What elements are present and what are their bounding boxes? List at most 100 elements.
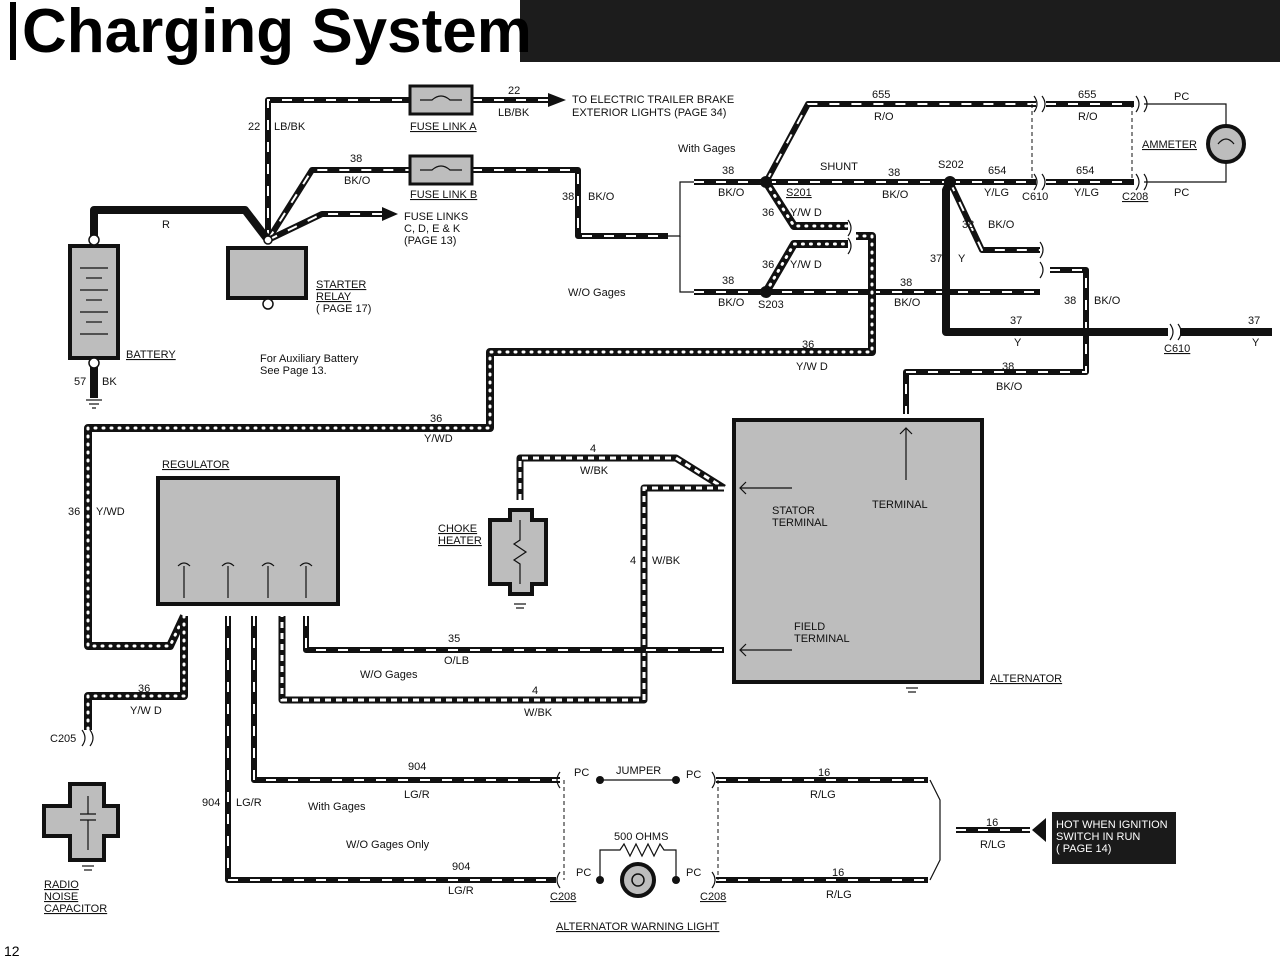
wire-label: FUSE LINK B xyxy=(410,189,477,201)
wire-label: PC xyxy=(1174,91,1189,103)
wire-label: BATTERY xyxy=(126,349,176,361)
wire-label: With Gages xyxy=(678,143,736,155)
wire-654-ylg xyxy=(950,160,1227,185)
with-gages-bracket xyxy=(668,181,694,237)
radio-noise-capacitor xyxy=(42,782,120,871)
wire-r xyxy=(90,206,272,243)
wire-label: BK/O xyxy=(588,191,615,203)
wire-label: AMMETER xyxy=(1142,139,1197,151)
wire-label: 37 xyxy=(1010,315,1022,327)
wire-label: BK/O xyxy=(988,219,1015,231)
wire-label: 38 xyxy=(962,219,974,231)
wire-label: LB/BK xyxy=(274,121,306,133)
title-band: Charging System xyxy=(10,0,1280,66)
wire-label: Y/W D xyxy=(796,361,828,373)
wire-label: W/BK xyxy=(580,465,609,477)
wire-label: REGULATOR xyxy=(162,459,229,471)
wire-label: See Page 13. xyxy=(260,365,327,377)
wire-label: Y/W D xyxy=(790,259,822,271)
wire-label: C205 xyxy=(50,733,76,745)
wire-label: TERMINAL xyxy=(794,633,850,645)
wire-label: 36 xyxy=(430,413,442,425)
wire-37-y xyxy=(942,180,1272,336)
wire-label: 38 xyxy=(350,153,362,165)
wire-label: BK xyxy=(102,376,117,388)
wire-label: 37 xyxy=(1248,315,1260,327)
wire-label: C208 xyxy=(550,891,576,903)
wire-label: CAPACITOR xyxy=(44,903,107,915)
wire-label: Y/WD xyxy=(424,433,453,445)
wire-label: 500 OHMS xyxy=(614,831,668,843)
wire-label: S202 xyxy=(938,159,964,171)
wire-label: RELAY xyxy=(316,291,352,303)
wire-label: 655 xyxy=(872,89,890,101)
wire-label: C208 xyxy=(700,891,726,903)
wire-label: 904 xyxy=(408,761,426,773)
wire-label: TERMINAL xyxy=(872,499,928,511)
wire-35-olb xyxy=(303,616,724,653)
wire-label: R xyxy=(162,219,170,231)
choke-heater xyxy=(488,508,548,609)
wire-label: R/O xyxy=(1078,111,1098,123)
wire-label: 38 xyxy=(1002,361,1014,373)
wire-label: W/O Gages xyxy=(360,669,418,681)
wire-label: R/O xyxy=(874,111,894,123)
wire-label: S203 xyxy=(758,299,784,311)
wire-label: Y/W D xyxy=(790,207,822,219)
ammeter-gauge xyxy=(1206,124,1246,164)
wire-label: ( PAGE 14) xyxy=(1056,843,1111,855)
wire-label: 36 xyxy=(762,207,774,219)
wire-label: 38 xyxy=(900,277,912,289)
wire-label: 36 xyxy=(802,339,814,351)
wire-label: 655 xyxy=(1078,89,1096,101)
wire-label: FUSE LINKS xyxy=(404,211,468,223)
page-number: 12 xyxy=(4,943,20,959)
wire-label: Y xyxy=(958,253,966,265)
wire-655-ro xyxy=(763,101,1227,184)
wire-label: 22 xyxy=(508,85,520,97)
page-title: Charging System xyxy=(22,0,532,66)
wire-label: ALTERNATOR xyxy=(990,673,1062,685)
wire-label: RADIO xyxy=(44,879,79,891)
wire-label: 4 xyxy=(532,685,538,697)
wire-label: 22 xyxy=(248,121,260,133)
wire-label: STATOR xyxy=(772,505,815,517)
wire-label: PC xyxy=(1174,187,1189,199)
wire-label: 38 xyxy=(888,167,900,179)
wire-label: BK/O xyxy=(882,189,909,201)
wire-label: LG/R xyxy=(448,885,474,897)
wire-label: Y xyxy=(1252,337,1260,349)
warning-light-bulb xyxy=(620,862,656,898)
wire-label: BK/O xyxy=(718,297,745,309)
wire-22-lbbk xyxy=(265,93,566,240)
wire-label: 38 xyxy=(562,191,574,203)
wire-label: BK/O xyxy=(718,187,745,199)
wire-label: W/O Gages Only xyxy=(346,839,430,851)
wire-label: SHUNT xyxy=(820,161,858,173)
wire-38-s202-alt xyxy=(903,180,1089,414)
labels: 22 LB/BK 22 LB/BK TO ELECTRIC TRAILER BR… xyxy=(44,85,1260,933)
wire-label: PC xyxy=(574,767,589,779)
wire-label: O/LB xyxy=(444,655,469,667)
battery xyxy=(68,234,120,369)
wire-label: LG/R xyxy=(236,797,262,809)
splice-s201 xyxy=(760,176,772,188)
wire-label: ALTERNATOR WARNING LIGHT xyxy=(556,921,720,933)
wire-label: 38 xyxy=(722,165,734,177)
wire-label: Y/LG xyxy=(984,187,1009,199)
wire-label: 654 xyxy=(988,165,1006,177)
wire-label: Y/LG xyxy=(1074,187,1099,199)
wire-label: ( PAGE 17) xyxy=(316,303,371,315)
wire-4-wbk xyxy=(278,454,726,704)
fuse-link-b xyxy=(408,154,474,186)
wire-36-ywd xyxy=(84,179,876,732)
resistor-500-ohms xyxy=(599,842,677,880)
wire-label: (PAGE 13) xyxy=(404,235,456,247)
wire-904-lgr xyxy=(225,616,560,883)
wire-label: FUSE LINK A xyxy=(410,121,477,133)
wire-label: 16 xyxy=(832,867,844,879)
wire-label: 35 xyxy=(448,633,460,645)
wire-label: 904 xyxy=(452,861,470,873)
wire-label: CHOKE xyxy=(438,523,477,535)
